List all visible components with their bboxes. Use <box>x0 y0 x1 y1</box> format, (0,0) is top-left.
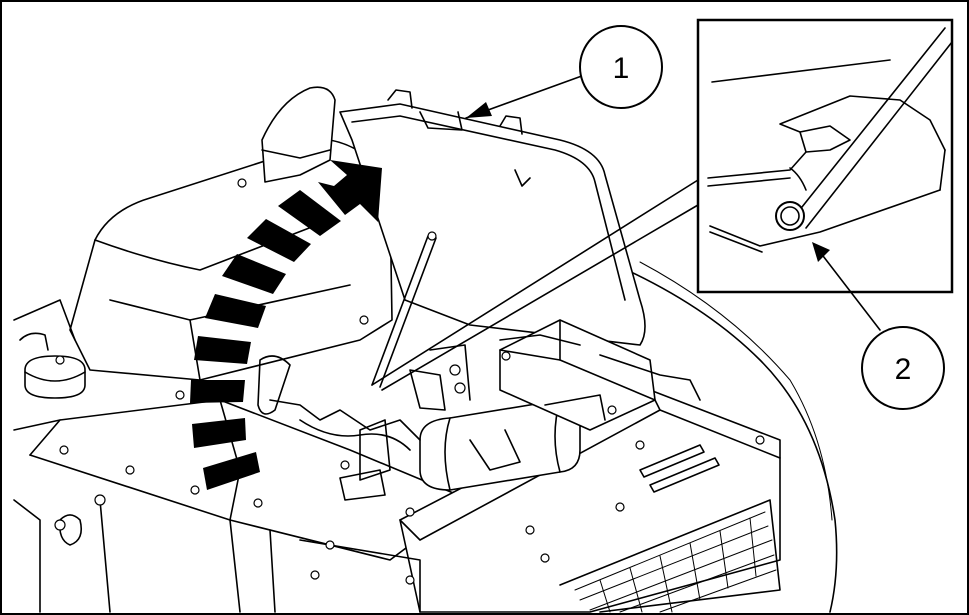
leader-line-2 <box>819 251 881 331</box>
machine-drawing <box>13 86 838 613</box>
engine-components <box>229 319 701 613</box>
fasteners <box>54 178 765 585</box>
inset-pointer-lower <box>381 204 699 391</box>
open-direction-arrow <box>190 160 382 490</box>
leader-arrowhead-2 <box>812 242 830 262</box>
callout-1: 1 <box>579 25 663 109</box>
callout-2: 2 <box>861 326 945 410</box>
callout-1-label: 1 <box>613 52 630 85</box>
detail-inset <box>696 18 954 331</box>
leader-arrowhead-1 <box>466 102 492 118</box>
inset-pointer-upper <box>371 179 699 386</box>
callout-2-label: 2 <box>895 353 912 386</box>
radiator-grille <box>559 499 781 613</box>
